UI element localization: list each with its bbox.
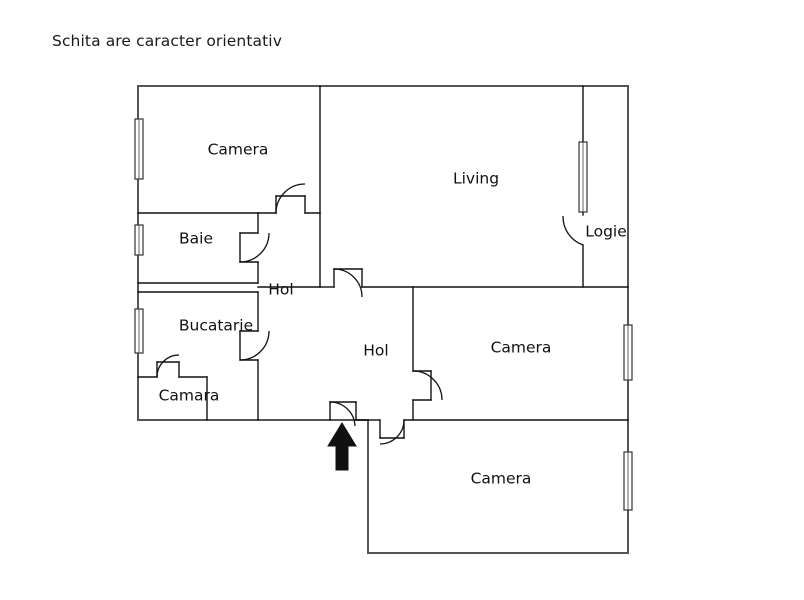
door-arc-camera-top-left — [275, 183, 306, 214]
room-label-living: Living — [453, 170, 499, 188]
room-label-camera-top-left: Camera — [208, 141, 269, 159]
door-arc-baie — [239, 232, 270, 263]
room-label-baie: Baie — [179, 230, 213, 248]
door-arc-camera-bottom — [379, 419, 405, 445]
room-label-hol-lower: Hol — [363, 342, 388, 360]
windows — [134, 118, 633, 511]
entrance-arrow — [327, 422, 357, 471]
room-labels: Camera Baie Bucatarie Camara Hol Hol Liv… — [159, 141, 627, 488]
interior-walls — [137, 85, 629, 439]
door-arc-camera-middle — [412, 370, 443, 401]
door-arc-entrance — [329, 401, 356, 427]
room-label-camara: Camara — [159, 387, 220, 405]
door-arc-bucatarie — [239, 330, 270, 361]
room-label-camera-bottom: Camera — [471, 470, 532, 488]
door-arc-living — [333, 268, 363, 298]
room-label-camera-middle-right: Camera — [491, 339, 552, 357]
room-label-bucatarie: Bucatarie — [179, 317, 253, 335]
window-inner-lines — [138, 119, 629, 510]
door-arc-logie — [562, 215, 584, 246]
door-arc-camara — [156, 354, 180, 378]
door-arcs — [156, 183, 584, 445]
page-title: Schita are caracter orientativ — [52, 32, 282, 50]
room-label-logie: Logie — [585, 223, 627, 241]
room-label-hol-upper: Hol — [268, 281, 293, 299]
